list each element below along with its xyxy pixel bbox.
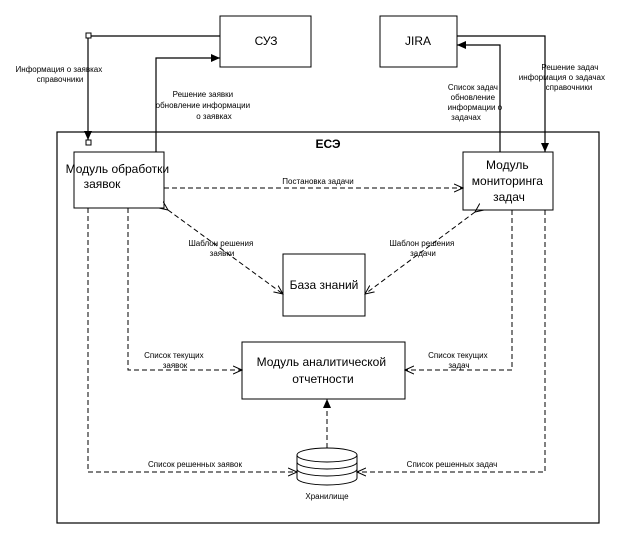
edge-solution-update-label: Решение заявки обновление информации о з… <box>156 90 253 121</box>
analytics-module-line-1: Модуль аналитической <box>257 355 386 369</box>
edge-solution-update <box>155 54 220 152</box>
monitoring-module-line-2: мониторинга <box>472 174 543 188</box>
request-module-box[interactable] <box>73 151 165 209</box>
edge-solved-tasks <box>357 210 546 472</box>
request-module-label: Модуль обработки заявок <box>66 162 173 191</box>
storage-cylinder[interactable] <box>296 447 358 486</box>
storage-label: Хранилище <box>305 492 349 501</box>
edge-current-tasks <box>405 210 513 370</box>
analytics-module-label: Модуль аналитической отчетности <box>257 355 390 386</box>
ese-title: ЕСЭ <box>315 137 341 151</box>
edge-solved-requests <box>87 208 297 472</box>
monitoring-module-box[interactable] <box>462 151 554 211</box>
monitoring-module-label: Модуль мониторинга задач <box>472 158 546 204</box>
edge-task-solution-info-label: Решение задач информация о задачах справ… <box>519 63 608 92</box>
edge-task-solution-info <box>457 35 549 152</box>
edge-current-requests-label: Список текущих заявок <box>144 351 206 370</box>
monitoring-module-line-3: задач <box>493 190 525 204</box>
monitoring-module-line-1: Модуль <box>486 158 529 172</box>
edge-info-requests-label: Информация о заявках справочники <box>16 65 105 84</box>
edge-info-requests <box>84 32 220 146</box>
jira-box[interactable] <box>379 15 458 68</box>
edge-request-template-label: Шаблон решения заявки <box>188 239 255 258</box>
edge-task-template-label: Шаблон решения задачи <box>389 239 456 258</box>
analytics-module-line-2: отчетности <box>292 372 353 386</box>
suz-label: СУЗ <box>255 34 278 48</box>
edge-task-assignment-label: Постановка задачи <box>282 177 353 186</box>
jira-label: JIRA <box>405 34 431 48</box>
request-module-line-1: Модуль обработки <box>66 162 170 176</box>
analytics-module-box[interactable] <box>241 341 406 400</box>
request-module-line-2: заявок <box>84 177 122 191</box>
suz-box[interactable] <box>219 15 312 68</box>
knowledge-base-label: База знаний <box>290 278 359 292</box>
edge-current-requests <box>127 208 242 370</box>
edge-solved-tasks-label: Список решенных задач <box>407 460 498 469</box>
edge-task-list-update <box>457 41 501 152</box>
edge-task-template <box>365 212 475 294</box>
edge-current-tasks-label: Список текущих задач <box>428 351 490 370</box>
edge-solved-requests-label: Список решенных заявок <box>148 460 242 469</box>
edge-task-list-update-label: Список задач обновление информации о зад… <box>448 83 505 122</box>
